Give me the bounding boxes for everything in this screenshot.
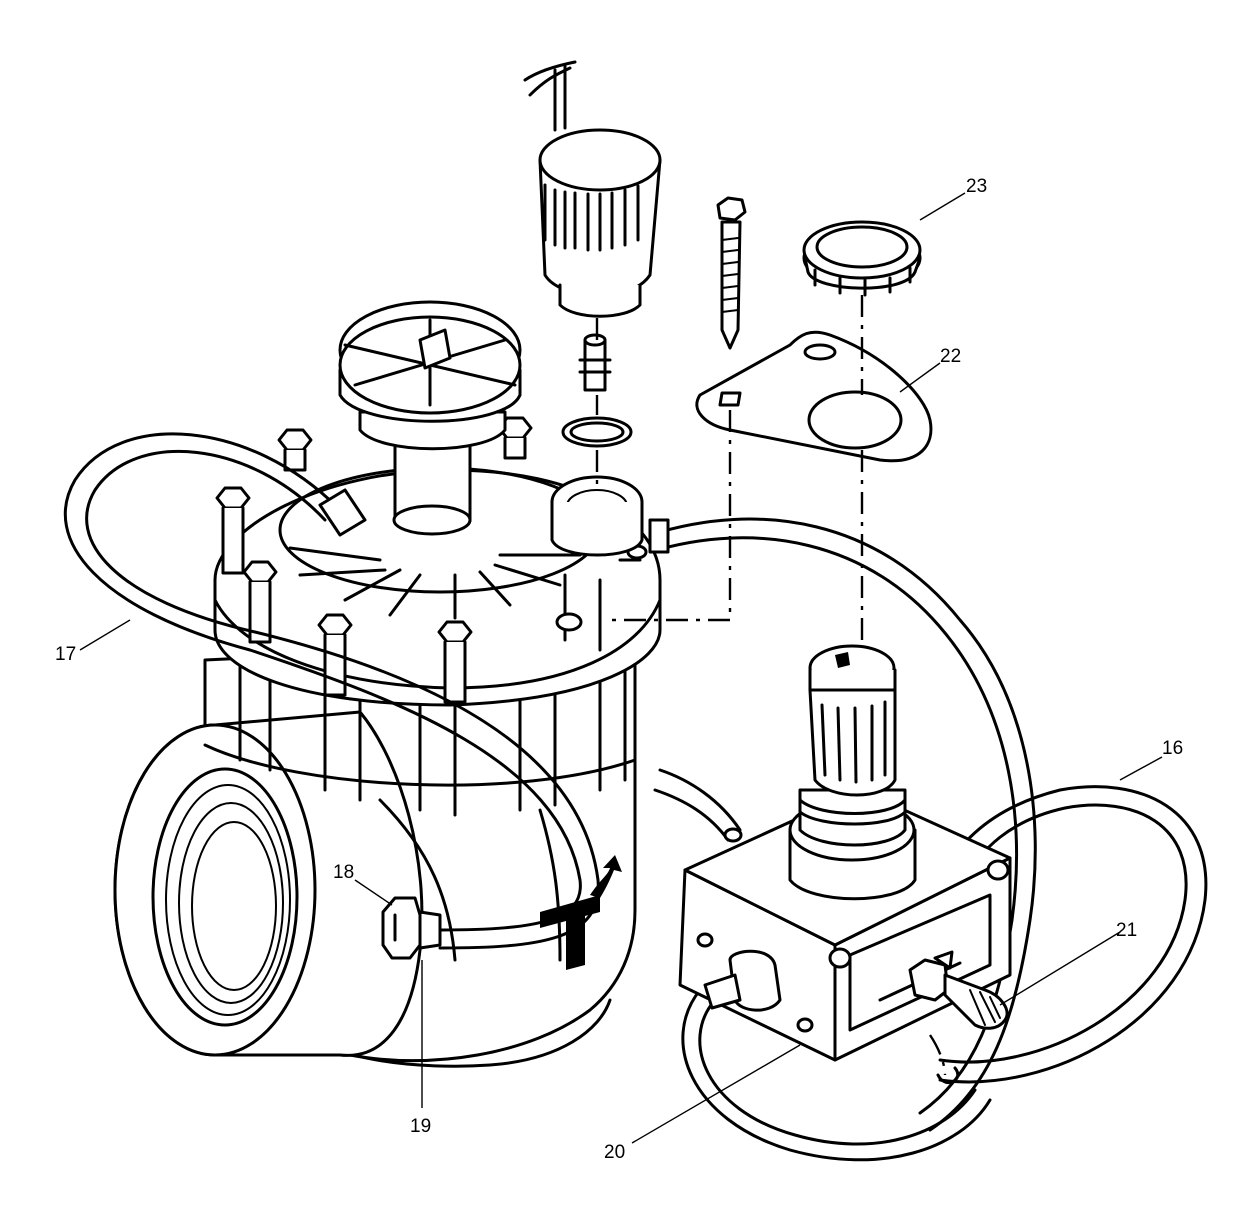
leader-lines	[79, 192, 1163, 1144]
callout-19: 19	[410, 1116, 431, 1137]
screw	[716, 196, 747, 350]
callout-22: 22	[940, 346, 961, 367]
fitting-18-19	[381, 896, 442, 960]
o-ring	[561, 416, 633, 448]
tube-stub	[653, 768, 743, 843]
solenoid	[523, 60, 662, 318]
bracket-22	[695, 330, 933, 463]
bonnet-bolts	[215, 416, 533, 704]
callout-16: 16	[1162, 738, 1183, 759]
bolt	[277, 428, 313, 472]
bolt	[317, 613, 353, 697]
callout-21: 21	[1116, 920, 1137, 941]
tube-lower-loop	[681, 988, 992, 1162]
lock-nut-23	[802, 220, 922, 297]
callout-18: 18	[333, 862, 354, 883]
flow-control-handle	[338, 300, 522, 536]
pressure-regulator	[678, 644, 1012, 1062]
tube-17	[63, 432, 600, 950]
plunger	[578, 333, 612, 392]
bolt	[437, 620, 473, 704]
valve-body	[113, 638, 637, 1068]
bolt	[215, 486, 251, 575]
callout-labels: 16 17 18 19 20 21 22 23	[55, 176, 1183, 1163]
callout-17: 17	[55, 644, 76, 665]
callout-20: 20	[604, 1142, 625, 1163]
assembly-lines	[595, 295, 960, 1085]
bolt	[497, 416, 533, 460]
callout-23: 23	[966, 176, 987, 197]
bolt	[242, 560, 278, 644]
